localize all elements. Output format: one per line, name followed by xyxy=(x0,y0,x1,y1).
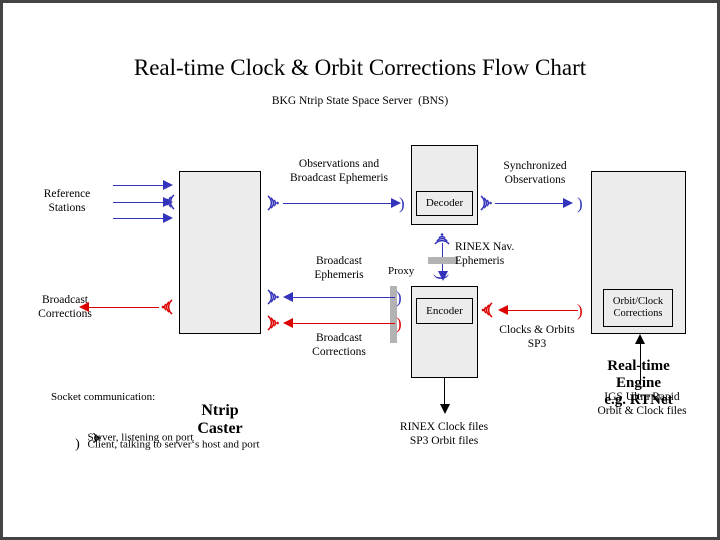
client-socket-icon-bns-eph-out: ) xyxy=(396,288,402,307)
arrowhead-broadcast-corrections-out xyxy=(79,302,89,312)
legend-server-label: Server, listening on port xyxy=(87,431,194,444)
server-socket-icon-caster-obs xyxy=(265,193,281,213)
edge-label-observations: Observations and Broadcast Ephemeris xyxy=(289,158,389,184)
server-socket-icon-caster-out xyxy=(159,297,175,317)
arrowhead-ref-3 xyxy=(163,213,173,223)
legend: Socket communication: Server, listening … xyxy=(51,391,260,452)
legend-row-client: ) Client, talking to server‘s host and po… xyxy=(51,425,259,452)
edge-broadcast-corrections-out xyxy=(87,307,159,308)
proxy-bar-vertical xyxy=(390,286,397,343)
arrowhead-rinex-files-out xyxy=(440,404,450,414)
client-socket-icon-bns-nav-in: ) xyxy=(433,274,452,280)
node-ntrip-caster-box[interactable]: Ntrip Caster xyxy=(179,171,261,437)
node-engine-label: Real-time Engine e.g. RTNet xyxy=(604,358,673,408)
client-socket-icon-bnc-in: ) xyxy=(399,194,405,213)
arrowhead-observations xyxy=(391,198,401,208)
edge-igs-input xyxy=(640,343,641,385)
client-socket-icon-engine-clk-out: ) xyxy=(577,301,583,320)
arrowhead-rinex-nav xyxy=(438,271,448,281)
legend-title: Socket communication: xyxy=(51,391,156,403)
client-socket-icon-legend: ) xyxy=(75,437,80,452)
arrowhead-broadcast-ephemeris xyxy=(283,292,293,302)
node-reference-stations: Reference Stations xyxy=(43,188,91,214)
server-socket-icon-bnc-out xyxy=(478,193,494,213)
server-socket-icon-caster-corr xyxy=(265,313,281,333)
server-socket-icon-caster-in xyxy=(161,192,177,212)
edge-label-broadcast-corrections: Broadcast Corrections xyxy=(312,332,366,358)
edge-broadcast-ephemeris xyxy=(291,297,395,298)
edge-label-broadcast-ephemeris: Broadcast Ephemeris xyxy=(314,255,364,281)
edge-observations xyxy=(283,203,393,204)
server-socket-icon-rinex-nav xyxy=(432,231,452,247)
arrowhead-igs-input xyxy=(635,334,645,344)
edge-synchronized xyxy=(495,203,565,204)
arrowhead-synchronized xyxy=(563,198,573,208)
client-socket-icon-engine-in: ) xyxy=(577,194,583,213)
page-title: Real-time Clock & Orbit Corrections Flow… xyxy=(133,55,587,80)
node-bnc-decoder[interactable]: Decoder xyxy=(416,191,473,216)
arrowhead-ref-1 xyxy=(163,180,173,190)
node-broadcast-corrections-out: Broadcast Corrections xyxy=(38,294,92,320)
node-bns-encoder[interactable]: Encoder xyxy=(416,298,473,324)
server-socket-icon-legend xyxy=(68,419,101,457)
edge-clocks-orbits xyxy=(506,310,578,311)
arrowhead-broadcast-corrections xyxy=(283,318,293,328)
edge-ref-station-1 xyxy=(113,185,165,186)
edge-ref-station-3 xyxy=(113,218,165,219)
client-socket-icon-bns-corr-out: ) xyxy=(396,314,402,333)
edge-label-synchronized: Synchronized Observations xyxy=(503,160,567,186)
node-engine-orbit-clock-corrections[interactable]: Orbit/Clock Corrections xyxy=(603,289,673,327)
legend-client-label: Client, talking to server‘s host and por… xyxy=(87,438,260,451)
node-rinex-files-out: RINEX Clock files SP3 Orbit files xyxy=(399,421,489,447)
edge-broadcast-corrections xyxy=(291,323,395,324)
arrowhead-clocks-orbits xyxy=(498,305,508,315)
node-igs-input: IGS Ultra Rapid Orbit & Clock files xyxy=(597,391,687,417)
server-socket-icon-caster-eph xyxy=(265,287,281,307)
edge-rinex-files-out xyxy=(444,378,445,408)
page-subtitle: BKG Ntrip State Space Server (BNS) xyxy=(271,95,449,107)
edge-ref-station-2 xyxy=(113,202,165,203)
legend-row-server: Server, listening on port xyxy=(51,407,260,444)
node-ntrip-caster-label: Ntrip Caster xyxy=(197,402,243,437)
proxy-bar-horizontal xyxy=(428,257,458,264)
proxy-label: Proxy xyxy=(388,265,415,277)
edge-label-clocks-orbits: Clocks & Orbits SP3 xyxy=(499,324,575,350)
server-socket-icon-bns-clk-in xyxy=(479,300,495,320)
edge-label-rinex-nav: RINEX Nav. Ephemeris xyxy=(455,241,515,267)
